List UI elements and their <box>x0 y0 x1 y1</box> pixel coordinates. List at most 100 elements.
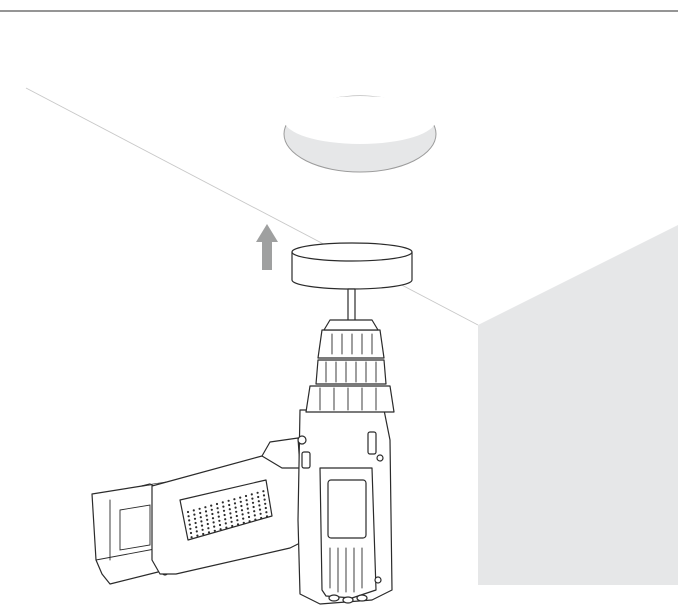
ceiling-hole <box>283 95 437 173</box>
grip-dot <box>231 524 234 528</box>
grip-dot <box>247 511 250 514</box>
grip-dot <box>221 501 224 504</box>
grip-dot <box>205 514 208 517</box>
grip-dot <box>257 495 260 499</box>
grip-dot <box>258 508 262 511</box>
grip-dot <box>236 519 239 522</box>
grip-dot <box>219 528 222 531</box>
grip-dot <box>256 491 259 494</box>
grip-dot <box>229 516 233 519</box>
grip-dot <box>224 522 227 525</box>
grip-dot <box>199 511 202 515</box>
grip-dot <box>211 517 215 520</box>
grip-dot <box>207 527 210 530</box>
grip-dot <box>246 507 249 510</box>
grip-dot <box>199 516 202 519</box>
grip-dot <box>192 509 195 512</box>
grip-dot <box>240 504 243 508</box>
grip-dot <box>250 493 253 496</box>
grip-dot <box>210 504 213 507</box>
grip-dot <box>229 512 232 515</box>
grip-dot <box>215 502 219 506</box>
grip-dot <box>217 511 220 514</box>
grip-dot <box>188 519 191 522</box>
grip-dot <box>258 504 261 507</box>
grip-dot <box>225 526 228 529</box>
grip-dot <box>253 514 256 517</box>
grip-dot <box>227 499 230 502</box>
grip-dot <box>235 510 238 513</box>
grip-dot <box>234 506 237 509</box>
mounting-plate <box>291 242 413 290</box>
grip-dot <box>240 509 244 512</box>
grip-dot <box>248 520 251 523</box>
grip-dot <box>210 508 213 511</box>
grip-dot <box>202 532 205 536</box>
grip-dot <box>244 494 248 498</box>
grip-dot <box>260 516 263 520</box>
grip-dot <box>239 500 242 503</box>
grip-dot <box>218 519 221 522</box>
grip-dot <box>251 497 254 500</box>
grip-dot <box>216 507 219 510</box>
grip-dot <box>186 510 190 514</box>
grip-dot <box>213 529 216 532</box>
grip-dot <box>245 499 248 502</box>
grip-dot <box>206 522 209 526</box>
grip-dot <box>262 494 266 497</box>
up-arrow-icon <box>256 224 278 270</box>
grip-dot <box>222 505 225 508</box>
grip-dot <box>242 517 245 520</box>
grip-dot <box>217 515 220 518</box>
grip-dot <box>218 523 222 527</box>
grip-dot <box>213 525 216 528</box>
grip-dot <box>196 534 199 537</box>
grip-dot <box>228 508 231 511</box>
grip-dot <box>211 512 214 516</box>
grip-texture <box>186 490 269 539</box>
grip-dot <box>265 515 269 518</box>
grip-dot <box>212 521 215 524</box>
grip-dot <box>233 498 236 501</box>
grip-dot <box>201 528 204 531</box>
grip-dot <box>251 501 255 504</box>
grip-dot <box>224 518 227 521</box>
grip-dot <box>235 514 238 518</box>
grip-dot <box>195 530 198 533</box>
grip-dot <box>263 498 266 501</box>
grip-dot <box>257 500 260 503</box>
drill-bit <box>347 288 356 322</box>
grip-dot <box>189 531 193 535</box>
power-drill <box>91 319 395 605</box>
grip-dot <box>265 511 268 514</box>
grip-dot <box>241 513 244 516</box>
grip-dot <box>194 521 197 525</box>
wall-shade <box>478 225 678 585</box>
grip-dot <box>189 527 192 530</box>
grip-dot <box>253 510 256 513</box>
grip-dot <box>193 513 196 516</box>
grip-dot <box>246 503 249 506</box>
grip-dot <box>193 517 197 520</box>
grip-dot <box>206 518 209 521</box>
grip-dot <box>264 502 267 505</box>
grip-dot <box>187 515 190 518</box>
grip-dot <box>195 526 198 529</box>
grip-dot <box>204 510 208 513</box>
grip-dot <box>207 531 211 534</box>
grip-dot <box>204 506 207 509</box>
grip-dot <box>228 503 231 507</box>
grip-dot <box>198 507 201 510</box>
ceiling-edge-line <box>25 87 479 326</box>
grip-dot <box>242 521 245 524</box>
grip-dot <box>239 496 242 499</box>
grip-dot <box>222 509 226 512</box>
grip-dot <box>254 518 257 521</box>
grip-dot <box>236 523 240 526</box>
grip-dot <box>223 513 226 517</box>
grip-dot <box>259 512 262 515</box>
grip-dot <box>188 523 191 526</box>
grip-dot <box>230 520 233 523</box>
grip-dot <box>190 536 193 539</box>
